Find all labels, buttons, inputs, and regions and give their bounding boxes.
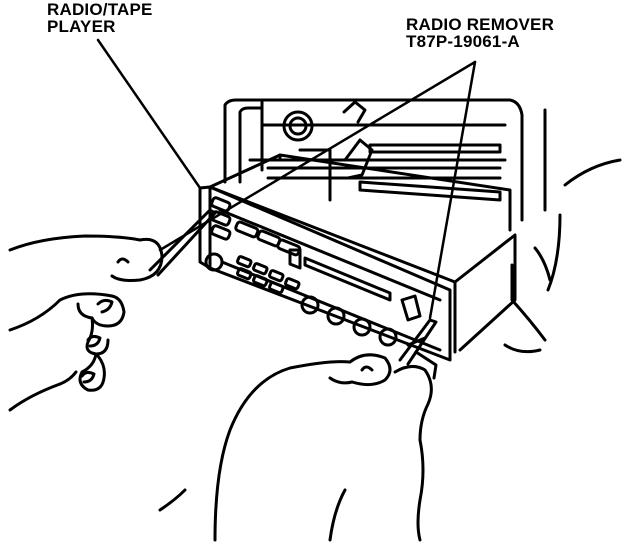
leader-player [96, 38, 202, 190]
radio-remover-label: RADIO REMOVER T87P-19061-A [406, 16, 554, 50]
left-hand-icon [8, 234, 164, 412]
radio-tape-player-icon [198, 153, 517, 362]
radio-tape-player-label-line2: PLAYER [47, 17, 116, 36]
right-hand-icon [158, 353, 433, 542]
dashboard-icon [223, 98, 622, 354]
radio-remover-label-line2: T87P-19061-A [406, 32, 520, 51]
radio-remover-label-line1: RADIO REMOVER [406, 15, 555, 34]
radio-tape-player-label: RADIO/TAPE PLAYER [47, 1, 153, 35]
radio-tape-player-label-line1: RADIO/TAPE [47, 0, 153, 19]
radio-remover-tool-icon [148, 208, 438, 380]
